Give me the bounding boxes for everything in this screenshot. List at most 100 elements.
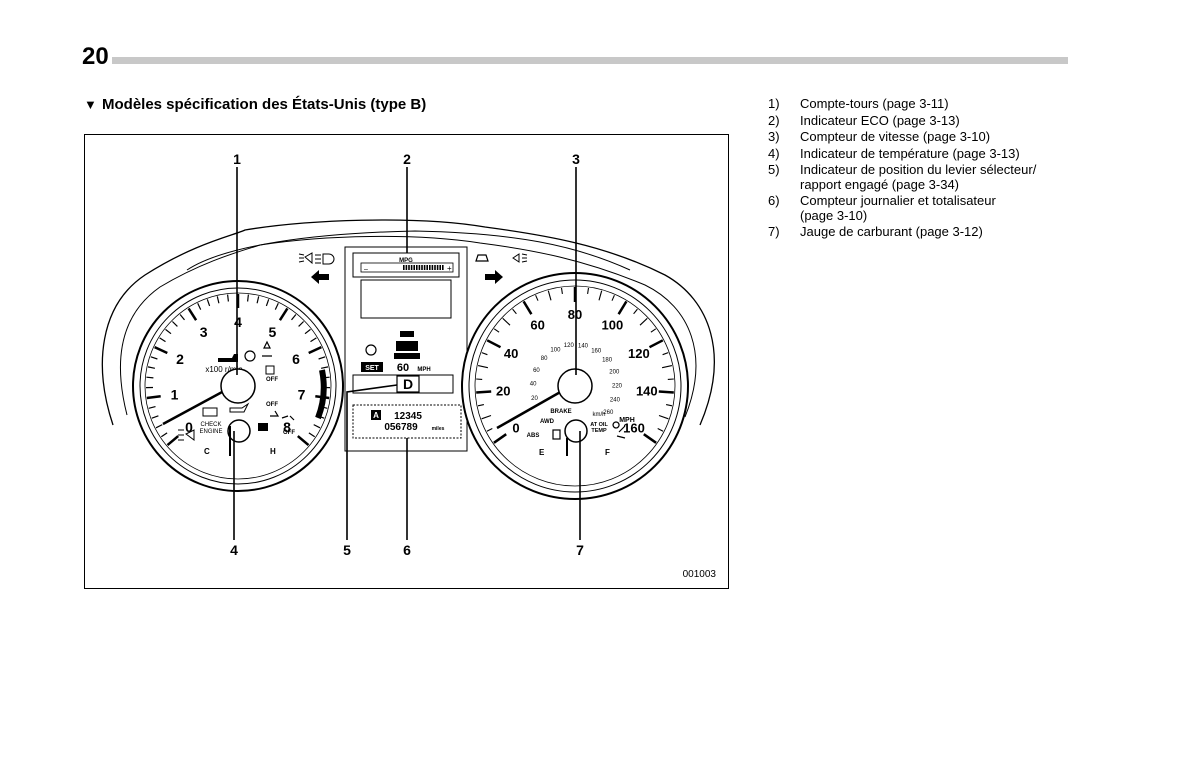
legend-item: 7) Jauge de carburant (page 3-12) <box>768 224 1068 240</box>
security-indicator-icon <box>258 423 268 431</box>
speedometer-mph-label: 100 <box>602 317 624 332</box>
speedometer-major-tick <box>476 390 492 394</box>
speedometer-bezel-inner <box>468 279 682 493</box>
eco-gauge-segment <box>423 265 426 270</box>
speedometer-ticks <box>476 287 674 444</box>
abs-warning-label: ABS <box>527 433 540 439</box>
tachometer-minor-tick <box>155 424 163 429</box>
tachometer-minor-tick <box>151 415 159 419</box>
tachometer-scale-label: 5 <box>269 324 277 340</box>
brake-warning-label: BRAKE <box>550 409 571 415</box>
oil-pressure-warning-icon <box>229 402 250 413</box>
eco-gauge-frame <box>352 252 460 278</box>
speedometer-major-tick <box>658 390 674 394</box>
speedometer-kmh-label: 200 <box>609 370 620 376</box>
speedometer-mph-label: 140 <box>636 384 658 399</box>
legend-list: 1)Compte-tours (page 3-11) 2) Indicateur … <box>768 96 1068 242</box>
trip-letter-box <box>371 410 381 420</box>
speedometer-mph-label: 0 <box>512 420 519 435</box>
speedometer-minor-tick <box>477 404 485 407</box>
odometer-unit: miles <box>432 426 445 432</box>
legend-item: 3)Compteur de vitesse (page 3-10) <box>768 129 1068 145</box>
info-screen-upper <box>360 279 452 319</box>
tachometer-major-tick <box>166 435 180 447</box>
legend-item-number: 7) <box>768 224 780 239</box>
cluster-hood-outline <box>101 219 715 426</box>
tachometer-minor-tick <box>318 356 326 360</box>
speedometer-minor-tick <box>477 365 489 369</box>
seatbelt-warning-icon <box>262 340 272 357</box>
legend-item-text: Indicateur de température (page 3-13) <box>800 145 1020 161</box>
cluster-inner-outline <box>119 235 697 418</box>
tachometer-bezel-inner <box>139 287 337 485</box>
legend-item-number: 5) <box>768 162 780 177</box>
callout-number-2: 2 <box>403 151 411 167</box>
set-indicator-box <box>361 362 383 372</box>
tachometer-scale-label: 3 <box>200 324 208 340</box>
speedometer-mph-label: 80 <box>568 307 582 322</box>
legend-item-number: 6) <box>768 193 780 208</box>
eco-gauge-plus: + <box>447 264 452 273</box>
eco-gauge-minus: – <box>364 266 368 273</box>
tachometer-ticks <box>145 294 331 447</box>
legend-item: 1)Compte-tours (page 3-11) <box>768 96 1068 112</box>
cruise-speed-unit: MPH <box>417 367 430 373</box>
legend-item-text: Compteur journalier et totalisateur <box>800 193 996 208</box>
legend-item: 5)Indicateur de position du levier sélec… <box>768 162 1068 192</box>
tachometer-major-tick <box>154 345 168 355</box>
set-indicator-label: SET <box>365 365 379 372</box>
tachometer-scale-label: 4 <box>234 314 242 330</box>
section-title-text: Modèles spécification des États-Unis (ty… <box>102 96 427 113</box>
eco-gauge-segment <box>413 265 415 270</box>
tachometer-major-tick <box>278 307 289 321</box>
tachometer-major-tick <box>187 307 198 321</box>
page-number: 20 <box>82 43 109 70</box>
center-display: MPG – + SET 60 MPH D A 12345 056789 mile… <box>298 246 528 452</box>
airbag-warning-icon <box>612 421 626 439</box>
speedometer-kmh-label: 180 <box>602 357 613 363</box>
tachometer-scale-label: 7 <box>298 386 306 402</box>
tachometer-minor-tick <box>304 328 311 335</box>
speedometer-minor-tick <box>598 290 603 301</box>
tachometer-scale-label: 2 <box>176 351 184 367</box>
speedometer-kmh-label: 220 <box>612 384 623 390</box>
speedometer-mph-unit: MPH <box>619 417 635 424</box>
callout-number-3: 3 <box>572 151 580 167</box>
speedometer-kmh-unit: km/h <box>592 412 605 418</box>
speedometer-kmh-label: 60 <box>533 368 540 374</box>
speedometer-major-tick <box>643 433 657 444</box>
speedometer-minor-tick <box>481 352 488 356</box>
eco-gauge-segment <box>426 265 428 270</box>
check-engine-label-line2: ENGINE <box>199 429 222 435</box>
tachometer-scale-label: 6 <box>292 351 300 367</box>
eco-gauge-segment <box>416 265 418 270</box>
eco-gauge-segment <box>418 265 421 270</box>
eco-gauge-segment <box>421 265 423 270</box>
tachometer-minor-tick <box>247 294 249 302</box>
speedometer-mph-label: 160 <box>623 420 645 435</box>
speedometer-major-tick <box>648 339 664 349</box>
fuel-pump-icon <box>552 429 561 440</box>
tachometer-scale-label: 8 <box>283 419 291 435</box>
gear-indicator-box <box>396 375 420 393</box>
engine-low-temp-icon <box>218 354 238 362</box>
tachometer-major-tick <box>308 345 322 355</box>
eco-gauge-segment <box>439 265 441 270</box>
speedometer-mph-label: 120 <box>628 346 650 361</box>
trip-letter: A <box>373 411 379 420</box>
tachometer-minor-tick <box>308 432 316 438</box>
eco-gauge-segment <box>408 265 410 270</box>
tachometer-hub <box>220 368 256 404</box>
tachometer-minor-tick <box>147 366 156 369</box>
speedometer-minor-tick <box>547 290 552 301</box>
rear-fog-light-icon <box>512 253 528 263</box>
legend-item-text: Jauge de carburant (page 3-12) <box>800 224 983 239</box>
srh-off-label: OFF <box>266 402 278 408</box>
speedometer-minor-tick <box>587 287 590 294</box>
speedometer-major-tick <box>522 300 533 315</box>
eco-gauge-segment <box>442 265 444 270</box>
legend-item-number: 2) <box>768 112 780 128</box>
vdc-warning-icon <box>265 365 275 375</box>
